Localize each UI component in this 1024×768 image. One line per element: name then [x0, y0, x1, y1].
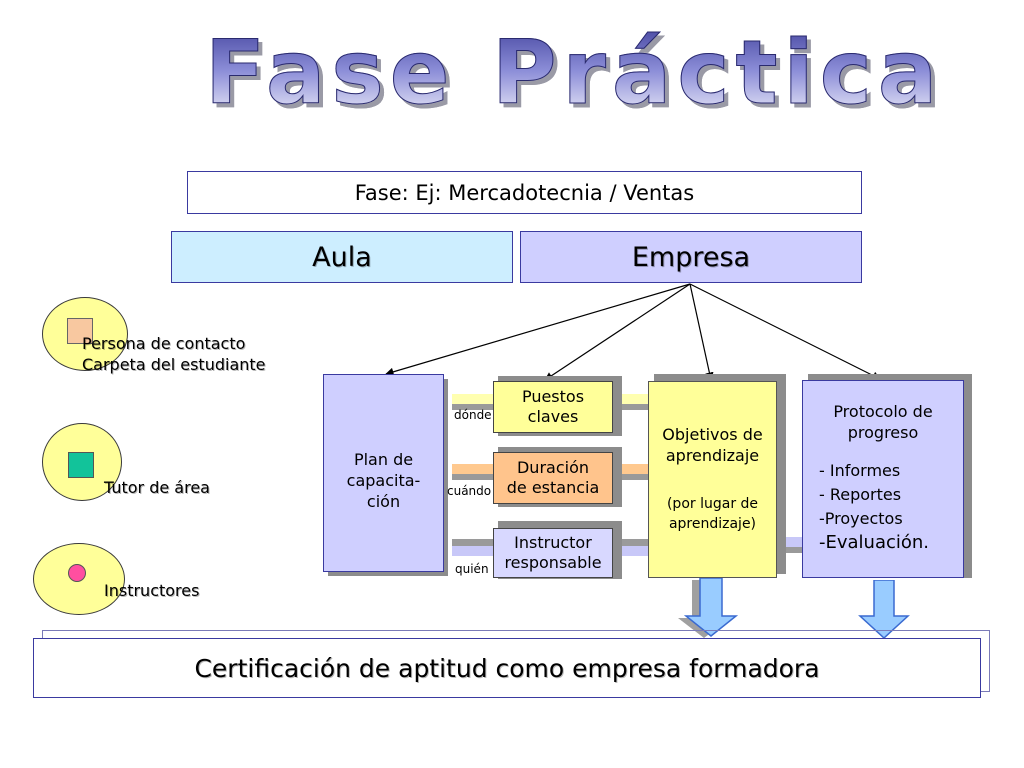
objectives-note-line-1: (por lugar de	[666, 496, 759, 512]
factor-instructor-line-2: responsable	[504, 553, 602, 572]
protocol-item-evaluacion: -Evaluación.	[819, 532, 930, 553]
plan-line-3: ción	[366, 492, 401, 511]
plan-box: Plan de capacita- ción	[323, 374, 444, 572]
protocol-item-reportes: - Reportes	[819, 485, 902, 504]
instructor-circle-icon	[68, 564, 86, 582]
factor-instructor-line-1: Instructor	[514, 533, 592, 552]
certification-box: Certificación de aptitud como empresa fo…	[33, 638, 981, 698]
protocol-items: - Informes - Reportes -Proyectos -Evalua…	[819, 459, 929, 555]
factor-puestos-line-2: claves	[527, 407, 579, 426]
factor-puestos-claves: Puestos claves	[493, 381, 613, 433]
legend-item-contact: Persona de contacto Carpeta del estudian…	[82, 333, 266, 375]
factor-instructor: Instructor responsable	[493, 528, 613, 578]
connector-label-donde: dónde	[454, 408, 492, 422]
bar-objectives-protocol-shadow	[776, 547, 808, 553]
protocol-title-line-1: Protocolo de	[833, 402, 933, 421]
slide-title: Fase Práctica	[205, 18, 1005, 128]
contact-square-icon	[67, 318, 93, 344]
factor-duracion: Duración de estancia	[493, 452, 613, 504]
legend-contact-line-1: Persona de contacto	[82, 334, 246, 353]
certification-label: Certificación de aptitud como empresa fo…	[194, 653, 820, 683]
factor-duracion-line-2: de estancia	[506, 478, 600, 497]
phase-label: Fase: Ej: Mercadotecnia / Ventas	[354, 180, 695, 205]
protocol-title-line-2: progreso	[847, 423, 919, 442]
plan-line-2: capacita-	[346, 471, 421, 490]
arrow-to-factors	[544, 283, 691, 381]
legend-contact-line-2: Carpeta del estudiante	[82, 355, 266, 374]
phase-box: Fase: Ej: Mercadotecnia / Ventas	[187, 171, 862, 214]
tutor-square-icon	[68, 452, 94, 478]
legend-item-instructors: Instructores	[104, 580, 199, 601]
down-arrow-objectives-icon	[678, 578, 739, 638]
connector-label-cuando: cuándo	[447, 484, 492, 498]
plan-line-1: Plan de	[353, 450, 414, 469]
objectives-note-line-2: aprendizaje)	[668, 516, 757, 532]
objectives-note: (por lugar de aprendizaje)	[649, 494, 776, 534]
factor-puestos-line-1: Puestos	[521, 387, 585, 406]
arrow-to-plan	[385, 283, 691, 376]
protocol-item-informes: - Informes	[819, 461, 901, 480]
empresa-box: Empresa	[520, 231, 862, 283]
objectives-title-line-1: Objetivos de	[662, 425, 763, 444]
empresa-label: Empresa	[631, 241, 751, 273]
legend-tutor-line-1: Tutor de área	[104, 478, 210, 497]
down-arrow-protocol-icon	[858, 580, 910, 640]
arrow-to-objectives	[689, 283, 714, 381]
connector-label-quien: quién	[455, 562, 489, 576]
arrow-to-protocol	[689, 283, 881, 380]
legend-item-tutor: Tutor de área	[104, 477, 210, 498]
legend-instructors-line-1: Instructores	[104, 581, 200, 600]
protocol-title: Protocolo de progreso	[803, 401, 963, 443]
objectives-box: Objetivos de aprendizaje (por lugar de a…	[648, 381, 777, 578]
legend-ellipse-instructors	[33, 543, 125, 615]
objectives-title-line-2: aprendizaje	[665, 446, 760, 465]
protocol-box: Protocolo de progreso - Informes - Repor…	[802, 380, 964, 578]
plan-box-text: Plan de capacita- ción	[324, 449, 443, 512]
aula-box: Aula	[171, 231, 513, 283]
bar-objectives-protocol	[776, 537, 808, 547]
aula-label: Aula	[312, 241, 372, 273]
protocol-item-proyectos: -Proyectos	[819, 509, 903, 528]
objectives-title: Objetivos de aprendizaje	[649, 424, 776, 466]
factor-duracion-line-1: Duración	[516, 458, 589, 477]
